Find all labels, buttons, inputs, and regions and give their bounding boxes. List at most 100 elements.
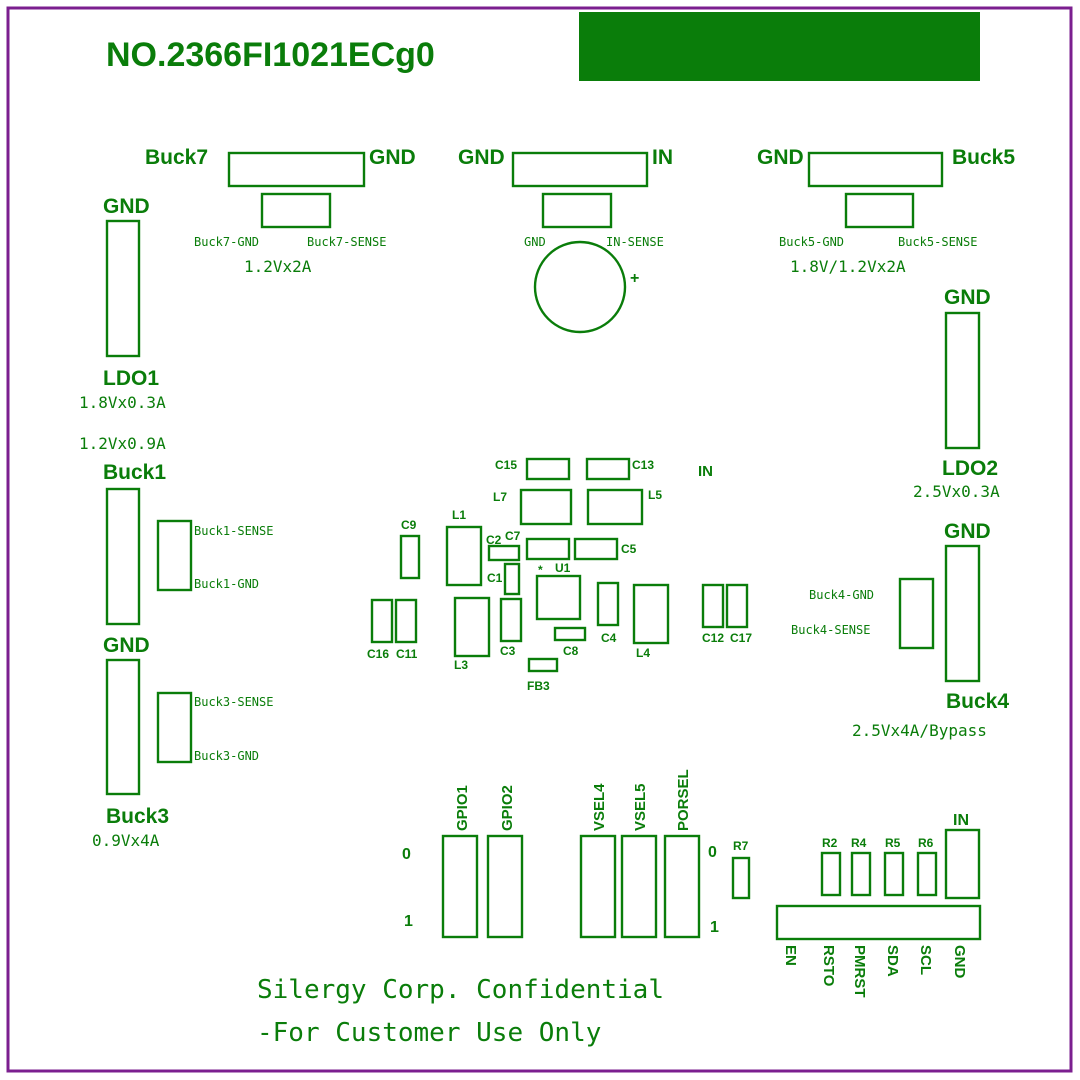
c2-label: C2: [486, 533, 502, 547]
ldo1-rating: 1.8Vx0.3A: [79, 393, 166, 412]
buck5-rating: 1.8V/1.2Vx2A: [790, 257, 906, 276]
input-in-label: IN: [652, 146, 673, 169]
c17-label: C17: [730, 631, 752, 645]
pin-sda-label: SDA: [884, 945, 901, 977]
l7-label: L7: [493, 490, 507, 504]
buck3-label: Buck3: [106, 805, 169, 828]
ldo1-connector: [105, 219, 141, 358]
jumper-right-zero: 0: [708, 844, 717, 861]
buck3-rating: 0.9Vx4A: [92, 831, 160, 850]
c16-label: C16: [367, 647, 389, 661]
in-pin-header: [944, 828, 981, 900]
l3-label: L3: [454, 658, 468, 672]
buck7-gnd-sense-label: Buck7-GND: [194, 235, 259, 249]
c2-footprint: [487, 544, 521, 562]
pin-pmrst-label: PMRST: [851, 945, 868, 998]
porsel-label: PORSEL: [675, 769, 692, 831]
r5-label: R5: [885, 836, 901, 850]
c3-label: C3: [500, 644, 516, 658]
c15-footprint: [525, 457, 571, 481]
l5-label: L5: [648, 488, 662, 502]
input-sense-gnd-label: GND: [524, 235, 546, 249]
buck1-label: Buck1: [103, 461, 166, 484]
c15-label: C15: [495, 458, 517, 472]
buck3-sense-label: Buck3-SENSE: [194, 695, 273, 709]
r6-label: R6: [918, 836, 934, 850]
input-sense-header: [541, 192, 613, 229]
input-gnd-label: GND: [458, 146, 505, 169]
input-connector: [511, 151, 649, 188]
jumper-left-zero: 0: [402, 846, 411, 863]
c8-footprint: [553, 626, 587, 642]
vsel4-jumper: [579, 834, 617, 939]
c11-label: C11: [396, 647, 418, 661]
jumper-left-one: 1: [404, 913, 413, 930]
in-label: IN: [698, 463, 713, 480]
buck5-sense-header: [844, 192, 915, 229]
ldo2-rating: 2.5Vx0.3A: [913, 482, 1000, 501]
buck4-sense-header: [898, 577, 935, 650]
c12-label: C12: [702, 631, 724, 645]
ldo1-gnd-label: GND: [103, 195, 150, 218]
jumper-right-one: 1: [710, 919, 719, 936]
c11-footprint: [394, 598, 418, 644]
gpio1-jumper: [441, 834, 479, 939]
capacitor-polarity-mark: +: [630, 270, 639, 287]
c13-footprint: [585, 457, 631, 481]
buck4-sense-label: Buck4-SENSE: [791, 623, 870, 637]
u1-footprint: [535, 574, 582, 621]
ldo2-gnd-label: GND: [944, 286, 991, 309]
r6-footprint: [916, 851, 938, 897]
buck4-connector: [944, 544, 981, 683]
buck1-gnd-sense-label: Buck1-GND: [194, 577, 259, 591]
buck7-connector: [227, 151, 366, 188]
buck7-sense-label: Buck7-SENSE: [307, 235, 386, 249]
vsel5-label: VSEL5: [632, 783, 649, 831]
buck5-gnd-sense-label: Buck5-GND: [779, 235, 844, 249]
c16-footprint: [370, 598, 394, 644]
l3-footprint: [453, 596, 491, 658]
c5-footprint: [573, 537, 619, 561]
pin-rsto-label: RSTO: [820, 945, 837, 987]
c7-label: C7: [505, 529, 521, 543]
c5-label: C5: [621, 542, 637, 556]
porsel-jumper: [663, 834, 701, 939]
input-sense-label: IN-SENSE: [606, 235, 664, 249]
ldo2-connector: [944, 311, 981, 450]
vsel5-jumper: [620, 834, 658, 939]
buck7-rating: 1.2Vx2A: [244, 257, 312, 276]
c9-footprint: [399, 534, 421, 580]
c3-footprint: [499, 597, 523, 643]
c12-footprint: [701, 583, 725, 629]
r7-label: R7: [733, 839, 749, 853]
l4-footprint: [632, 583, 670, 645]
c13-label: C13: [632, 458, 654, 472]
board-outline: [6, 6, 1073, 1073]
buck5-sense-label: Buck5-SENSE: [898, 235, 977, 249]
buck1-rating: 1.2Vx0.9A: [79, 434, 166, 453]
r7-footprint: [731, 856, 751, 900]
buck5-gnd-label: GND: [757, 146, 804, 169]
r4-label: R4: [851, 836, 867, 850]
c8-label: C8: [563, 644, 579, 658]
gpio2-jumper: [486, 834, 524, 939]
confidential-line-2: -For Customer Use Only: [257, 1018, 601, 1048]
vsel4-label: VSEL4: [591, 783, 608, 831]
pin-en-label: EN: [782, 945, 799, 966]
input-bulk-capacitor: [533, 240, 627, 334]
l1-footprint: [445, 525, 483, 587]
r2-footprint: [820, 851, 842, 897]
confidential-line-1: Silergy Corp. Confidential: [257, 975, 664, 1005]
buck3-sense-header: [156, 691, 193, 764]
buck7-gnd-label: GND: [369, 146, 416, 169]
l4-label: L4: [636, 646, 650, 660]
l1-label: L1: [452, 508, 466, 522]
buck3-gnd-label: GND: [103, 634, 150, 657]
label-block: [579, 12, 980, 81]
r4-footprint: [850, 851, 872, 897]
c4-label: C4: [601, 631, 617, 645]
part-number: NO.2366FI1021ECg0: [106, 36, 435, 74]
c1-label: C1: [487, 571, 503, 585]
i2c-header: [775, 904, 982, 941]
l7-footprint: [519, 488, 573, 526]
